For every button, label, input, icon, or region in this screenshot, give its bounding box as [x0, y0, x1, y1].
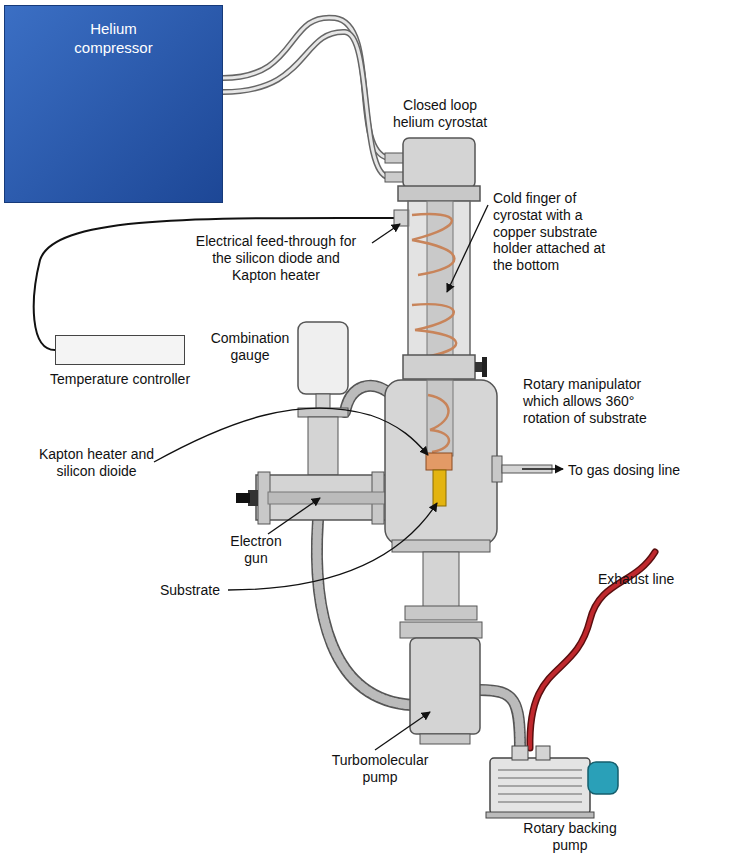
- callout-label: To gas dosing line: [568, 462, 680, 479]
- controller-housing: [55, 335, 185, 365]
- callout-label: Rotary manipulator which allows 360° rot…: [523, 376, 671, 426]
- callout-label: Cold finger of cyrostat with a copper su…: [493, 190, 623, 274]
- node-label: Helium compressor: [59, 20, 169, 58]
- callout-label: Rotary backing pump: [510, 820, 630, 854]
- node-label: Temperature controller: [50, 371, 190, 388]
- callout-label: Exhaust line: [598, 571, 674, 588]
- callout-label: Electrical feed-through for the silicon …: [190, 233, 362, 283]
- callout-label: Closed loop helium cyrostat: [385, 97, 495, 131]
- callout-label: Substrate: [160, 582, 220, 599]
- callout-label: Combination gauge: [205, 330, 295, 364]
- callout-label: Electron gun: [225, 533, 287, 567]
- compressor-box: Helium compressor: [4, 5, 223, 203]
- controller-box: Temperature controller: [50, 335, 190, 388]
- callout-label: Turbomolecular pump: [325, 752, 435, 786]
- callout-label: Kapton heater and silicon dioide: [34, 446, 159, 480]
